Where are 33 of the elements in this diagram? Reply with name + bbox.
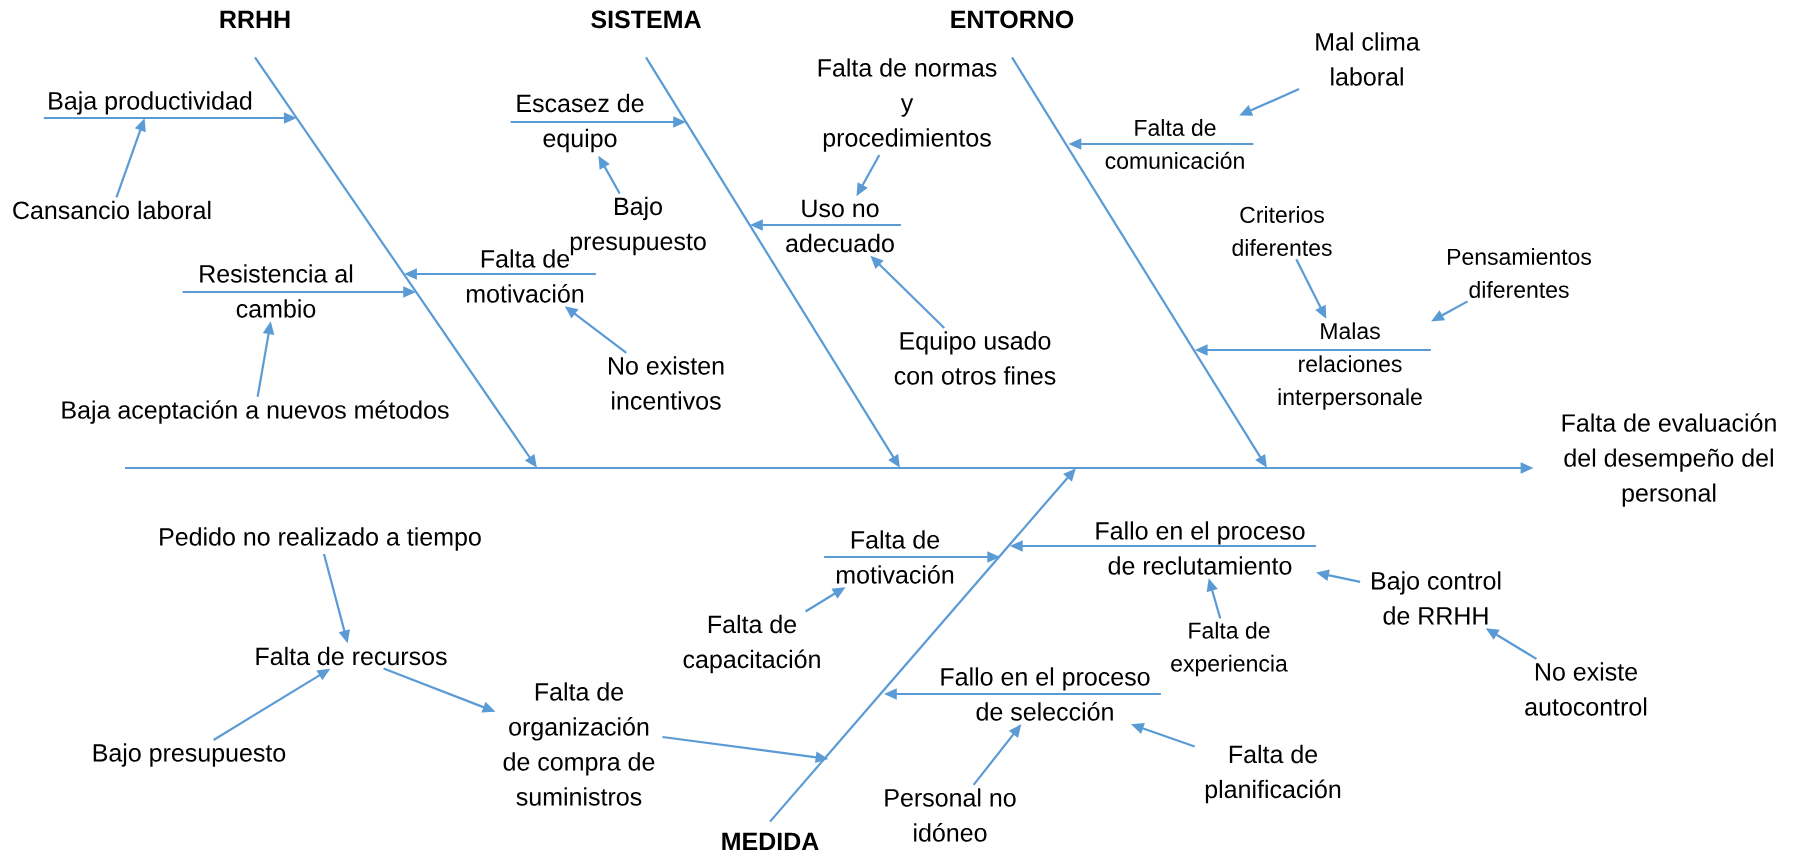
cause-label: Mal clima laboral bbox=[1316, 32, 1420, 86]
cause-label: Falta de experiencia bbox=[1171, 621, 1288, 677]
cause-label: Escasez de equipo bbox=[517, 93, 644, 153]
category-label: ENTORNO bbox=[951, 10, 1074, 29]
cause-label: Falta de organización de compra de suministros bbox=[503, 682, 655, 806]
cause-label: Bajo control de RRHH bbox=[1372, 571, 1501, 625]
cause-label: Resistencia al cambio bbox=[200, 264, 353, 318]
category-label: RRHH bbox=[220, 10, 290, 28]
cause-label: Equipo usado con otros fines bbox=[894, 331, 1056, 385]
cause-label: Bajo presupuesto bbox=[93, 743, 286, 767]
cause-label: Falta de capacitación bbox=[683, 614, 820, 674]
cause-label: Falta de normas y procedimientos bbox=[818, 58, 997, 152]
cause-label: Baja aceptación a nuevos métodos bbox=[62, 400, 449, 424]
cause-label: Pedido no realizado a tiempo bbox=[160, 527, 481, 551]
cause-label: Baja productividad bbox=[49, 91, 252, 115]
cause-label: Falta de comunicación bbox=[1105, 119, 1244, 169]
cause-label: Pensamientos diferentes bbox=[1448, 248, 1592, 298]
cause-label: Fallo en el proceso de reclutamiento bbox=[1096, 521, 1305, 575]
cause-label: Uso no adecuado bbox=[786, 199, 894, 253]
cause-label: Fallo en el proceso de selección bbox=[941, 667, 1150, 721]
cause-label: Personal no idóneo bbox=[885, 788, 1016, 842]
cause-label: Malas relaciones interpersonale bbox=[1278, 322, 1422, 410]
cause-label: No existe autocontrol bbox=[1525, 662, 1647, 716]
cause-label: Criterios diferentes bbox=[1232, 206, 1332, 256]
cause-label: No existen incentivos bbox=[609, 356, 724, 410]
category-label: MEDIDA bbox=[722, 832, 819, 850]
effect-label: Falta de evaluación del desempeño del personal bbox=[1562, 413, 1776, 507]
cause-label: Falta de motivación bbox=[836, 530, 954, 584]
category-label: SISTEMA bbox=[591, 10, 701, 29]
cause-label: Cansancio laboral bbox=[13, 200, 211, 220]
cause-label: Falta de recursos bbox=[256, 646, 447, 666]
cause-label: Falta de planificación bbox=[1205, 744, 1341, 804]
cause-label: Bajo presupuesto bbox=[570, 196, 706, 256]
